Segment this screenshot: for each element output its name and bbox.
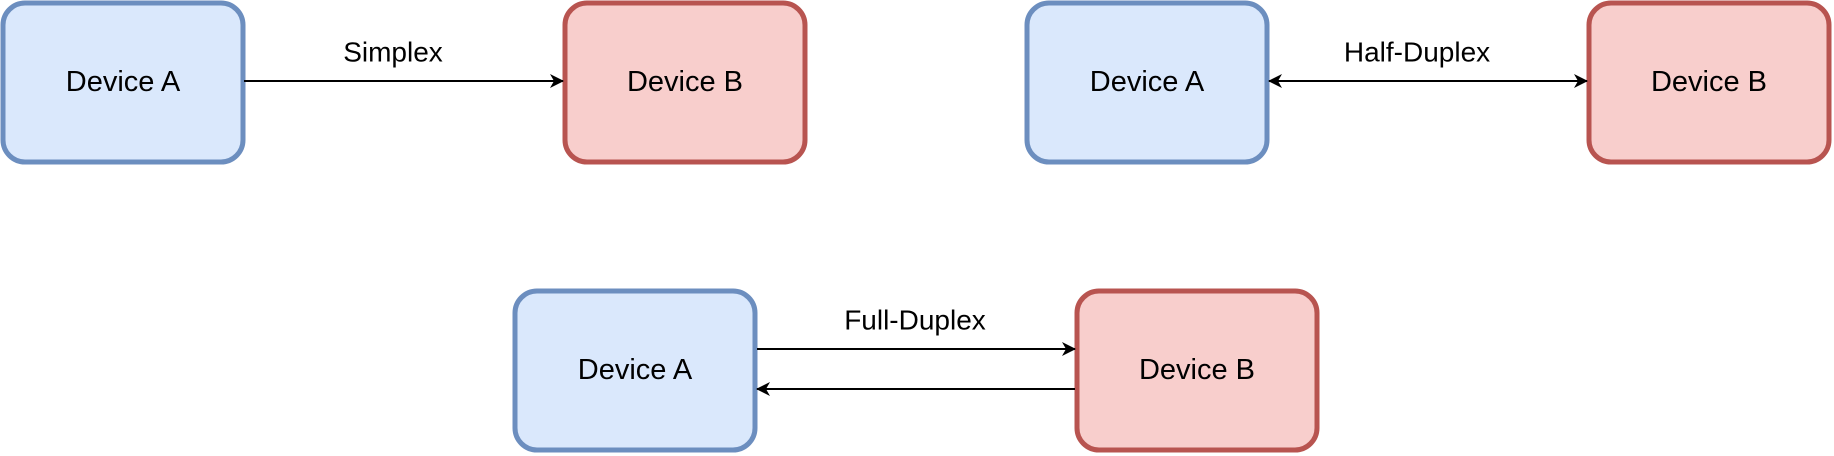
full-duplex-device-b-label: Device B — [1139, 354, 1255, 386]
simplex-device-a: Device A — [0, 0, 246, 165]
half-duplex-device-b-label: Device B — [1651, 66, 1767, 98]
half-duplex-device-a: Device A — [1024, 0, 1270, 165]
full-duplex-device-b: Device B — [1074, 288, 1320, 453]
half-duplex-device-b-box — [1586, 0, 1832, 165]
half-duplex-device-b: Device B — [1586, 0, 1832, 165]
simplex-device-b: Device B — [562, 0, 808, 165]
full-duplex-device-a-label: Device A — [578, 354, 693, 386]
full-duplex-group: Device A Device B Full-Duplex — [512, 288, 1320, 453]
full-duplex-device-a-box — [512, 288, 758, 453]
simplex-label: Simplex — [343, 37, 443, 68]
full-duplex-device-b-box — [1074, 288, 1320, 453]
full-duplex-label: Full-Duplex — [844, 305, 986, 336]
simplex-group: Device A Device B Simplex — [0, 0, 808, 165]
half-duplex-group: Device A Device B Half-Duplex — [1024, 0, 1832, 165]
full-duplex-device-a: Device A — [512, 288, 758, 453]
simplex-device-a-label: Device A — [66, 66, 181, 98]
half-duplex-device-a-label: Device A — [1090, 66, 1205, 98]
half-duplex-label: Half-Duplex — [1344, 37, 1490, 68]
simplex-device-b-box — [562, 0, 808, 165]
simplex-device-a-box — [0, 0, 246, 165]
simplex-device-b-label: Device B — [627, 66, 743, 98]
half-duplex-device-a-box — [1024, 0, 1270, 165]
